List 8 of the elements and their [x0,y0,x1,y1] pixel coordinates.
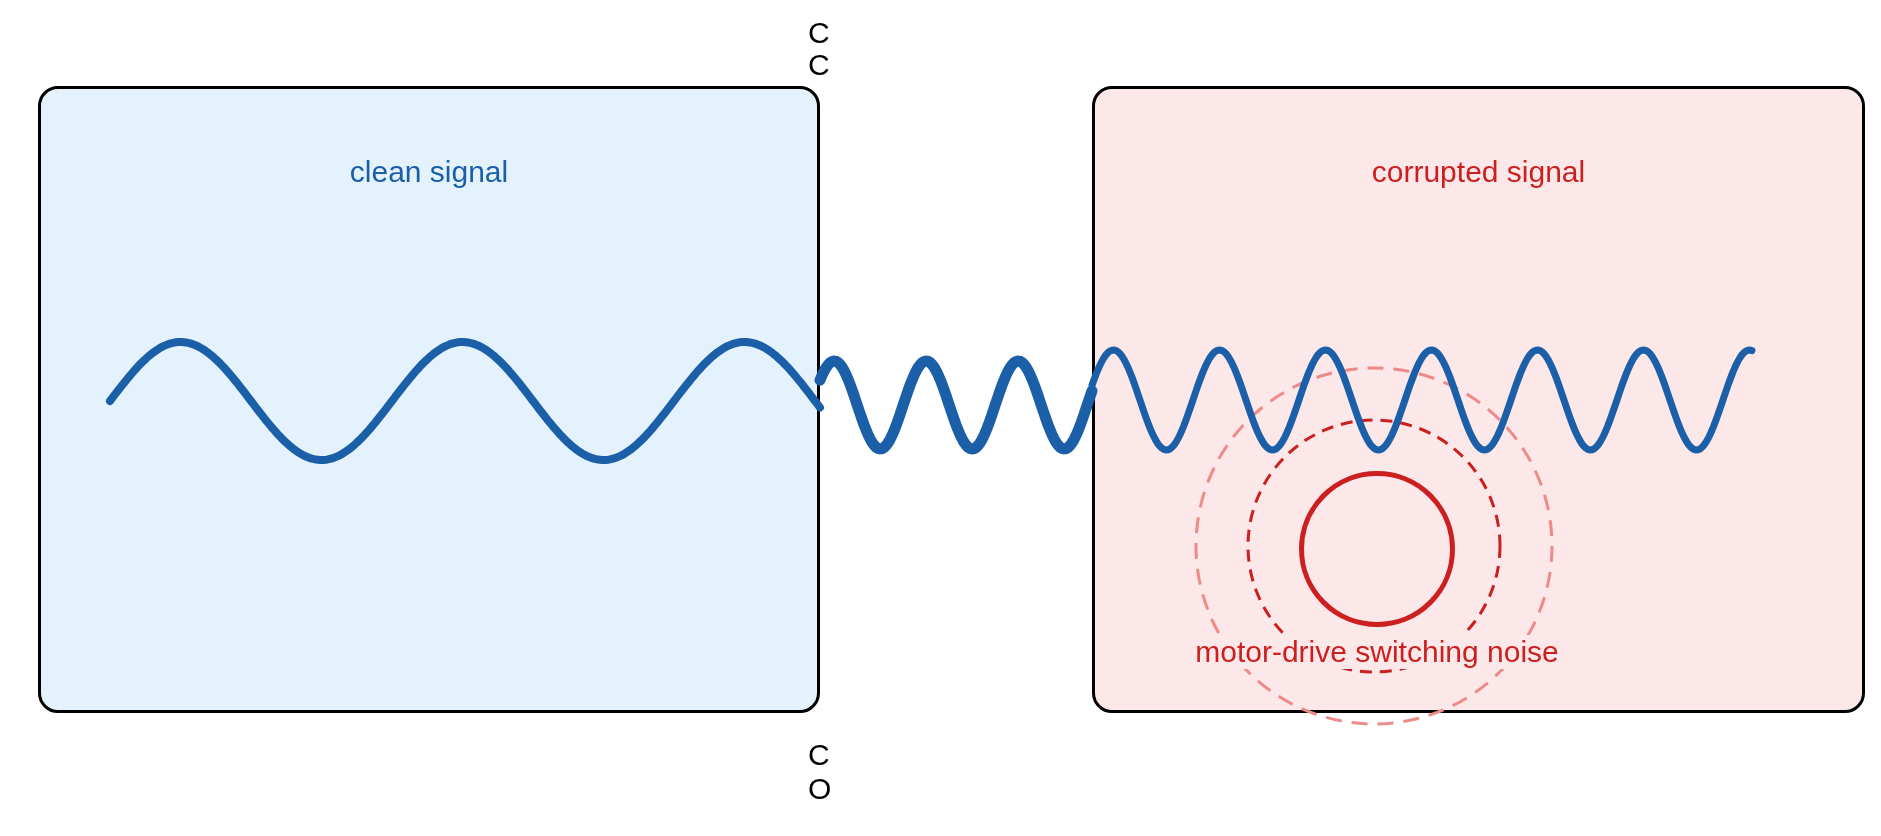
glyph-mark: C [808,740,828,770]
panel-title: clean signal [349,154,509,190]
signal-panel [38,86,820,713]
glyph-mark: C [808,18,828,48]
panel-title: corrupted signal [1371,154,1586,190]
signal-panel [1092,86,1865,713]
glyph-mark: O [808,774,828,804]
glyph-mark: C [808,50,828,80]
